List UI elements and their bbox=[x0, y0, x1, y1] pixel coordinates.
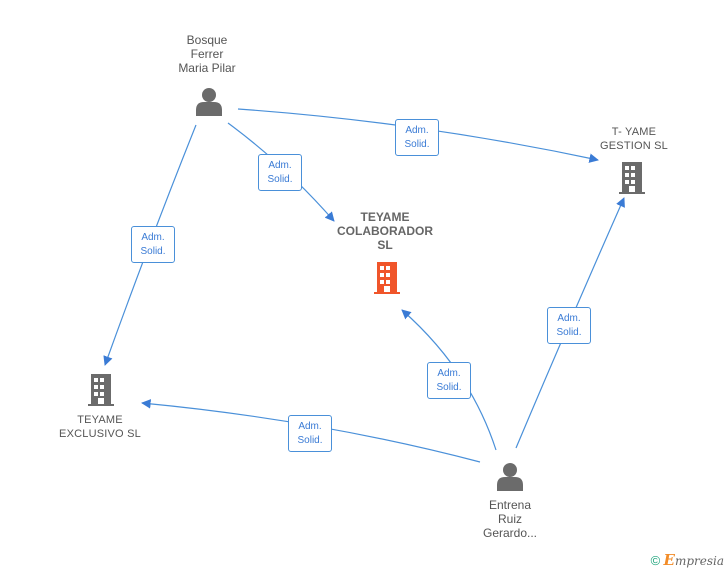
copyright-symbol: © bbox=[650, 553, 661, 568]
edge-label-bosque-teyame-colaborador: Adm. Solid. bbox=[258, 154, 302, 191]
person-icon[interactable] bbox=[497, 463, 523, 491]
edge-label-entrena-teyame-exclusivo: Adm. Solid. bbox=[288, 415, 332, 452]
role-line-2: Solid. bbox=[267, 174, 293, 185]
role-line-1: Adm. bbox=[437, 368, 461, 379]
brand-logo-e: E bbox=[663, 551, 675, 569]
role-line-1: Adm. bbox=[268, 160, 292, 171]
role-line-2: Solid. bbox=[404, 139, 430, 150]
node-label-tyame-gestion[interactable]: T- YAME GESTION SL bbox=[599, 126, 669, 152]
node-label-entrena[interactable]: Entrena Ruiz Gerardo... bbox=[482, 498, 538, 540]
role-line-1: Adm. bbox=[405, 125, 429, 136]
role-line-2: Solid. bbox=[140, 246, 166, 257]
node-label-bosque[interactable]: Bosque Ferrer Maria Pilar bbox=[178, 33, 236, 75]
building-icon-highlight[interactable] bbox=[374, 262, 400, 294]
building-icon[interactable] bbox=[617, 162, 647, 194]
node-label-teyame-colaborador[interactable]: TEYAME COLABORADOR SL bbox=[337, 210, 433, 252]
role-line-2: Solid. bbox=[297, 435, 323, 446]
role-line-1: Adm. bbox=[557, 313, 581, 324]
node-label-teyame-exclusivo[interactable]: TEYAME EXCLUSIVO SL bbox=[59, 414, 141, 440]
building-icon[interactable] bbox=[88, 374, 114, 406]
role-line-2: Solid. bbox=[436, 382, 462, 393]
role-line-1: Adm. bbox=[298, 421, 322, 432]
edge-label-bosque-teyame-exclusivo: Adm. Solid. bbox=[131, 226, 175, 263]
edge-label-entrena-tyame-gestion: Adm. Solid. bbox=[547, 307, 591, 344]
role-line-1: Adm. bbox=[141, 232, 165, 243]
edge-label-bosque-tyame-gestion: Adm. Solid. bbox=[395, 119, 439, 156]
edge-label-entrena-teyame-colaborador: Adm. Solid. bbox=[427, 362, 471, 399]
brand-watermark: © Empresia bbox=[651, 551, 724, 569]
person-icon[interactable] bbox=[196, 88, 222, 116]
brand-logo-text: mpresia bbox=[674, 554, 724, 568]
role-line-2: Solid. bbox=[556, 327, 582, 338]
